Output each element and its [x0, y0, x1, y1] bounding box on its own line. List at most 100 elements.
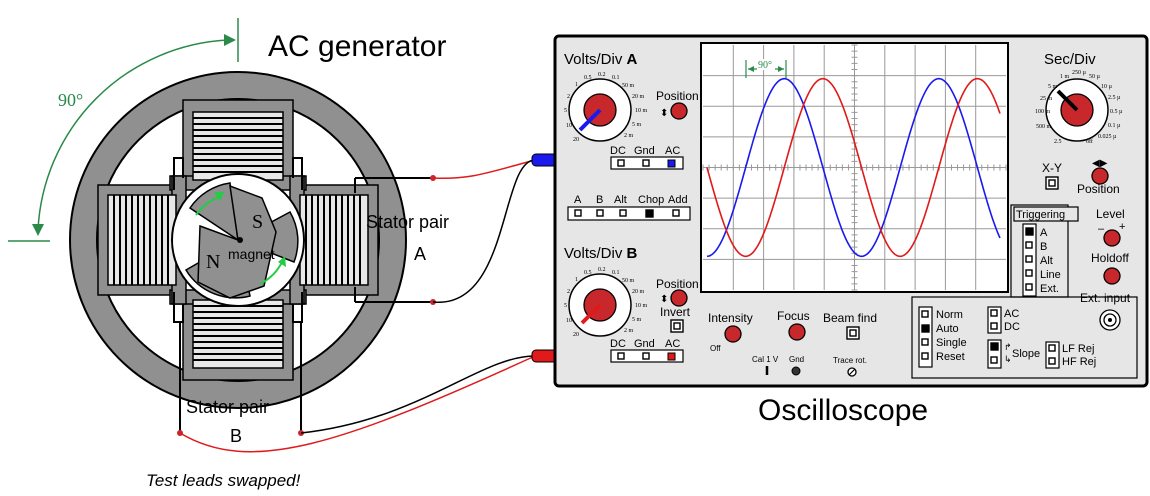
svg-text:0.5 µ: 0.5 µ [1110, 109, 1123, 115]
coupling-a-dc-button[interactable] [617, 159, 625, 167]
intensity-knob[interactable] [724, 325, 742, 343]
svg-text:500 m: 500 m [1036, 124, 1052, 130]
svg-text:DC: DC [610, 338, 626, 350]
cal-label: Cal 1 V [752, 355, 779, 364]
trace-channel-b [706, 77, 1001, 258]
channel-a-controls: Volts/Div A 0.5 0.2 0.1 50 m 20 m 10 m 5… [564, 51, 699, 170]
trigger-source-alt-button[interactable] [1025, 255, 1033, 263]
svg-text:1: 1 [575, 82, 578, 88]
screen-traces [706, 77, 1001, 258]
volts-div-a-knob[interactable] [568, 78, 632, 142]
position-b-label: Position [656, 277, 699, 291]
svg-text:250 µ: 250 µ [1072, 70, 1087, 76]
channel-b-controls: Volts/Div B 0.5 0.2 0.1 50 m 20 m 10 m 5… [564, 245, 699, 363]
volts-div-b-knob[interactable] [568, 273, 632, 337]
svg-text:LF Rej: LF Rej [1062, 343, 1094, 355]
sec-div-knob[interactable] [1045, 78, 1109, 142]
mode-add-button[interactable] [672, 209, 680, 217]
svg-text:–: – [1098, 223, 1105, 235]
vertical-mode-controls: A B Alt Chop Add [567, 194, 691, 221]
svg-text:20: 20 [573, 332, 579, 338]
level-label: Level [1096, 207, 1125, 221]
trigger-source-a-button[interactable] [1025, 227, 1034, 236]
svg-text:Chop: Chop [638, 194, 664, 206]
svg-text:0.2: 0.2 [598, 267, 606, 273]
svg-text:B: B [596, 194, 603, 206]
coupling-b-ac-button[interactable] [667, 352, 676, 361]
trigger-source-ext-button[interactable] [1025, 283, 1033, 291]
svg-text:2 m: 2 m [624, 328, 634, 334]
slope-rising-button[interactable] [990, 342, 999, 351]
mode-chop-button[interactable] [645, 209, 654, 218]
svg-text:2.5: 2.5 [1054, 139, 1062, 145]
test-leads [179, 159, 536, 453]
svg-text:5: 5 [564, 303, 567, 309]
trigger-source-line-button[interactable] [1025, 269, 1033, 277]
svg-text:B: B [1040, 241, 1047, 253]
position-a-knob[interactable] [670, 102, 688, 120]
trace-rot-label: Trace rot. [833, 356, 867, 365]
position-b-knob[interactable] [670, 289, 688, 307]
mode-b-button[interactable] [596, 209, 604, 217]
svg-text:1 m: 1 m [1060, 74, 1070, 80]
coupling-a-ac-button[interactable] [667, 159, 676, 168]
mode-a-button[interactable] [574, 209, 582, 217]
gnd-terminal[interactable] [791, 366, 801, 376]
trigger-mode-single-button[interactable] [921, 338, 929, 346]
svg-text:⬍: ⬍ [660, 108, 668, 119]
svg-text:HF Rej: HF Rej [1062, 356, 1096, 368]
svg-text:Alt: Alt [614, 194, 627, 206]
trigger-mode-reset-button[interactable] [921, 352, 929, 360]
svg-text:Norm: Norm [936, 309, 963, 321]
coupling-b-dc-button[interactable] [617, 352, 625, 360]
stator-coil-bottom [192, 299, 284, 369]
svg-text:5: 5 [564, 108, 567, 114]
svg-text:0.2: 0.2 [598, 72, 606, 78]
svg-text:10 µ: 10 µ [1101, 84, 1113, 90]
trigger-coupling-ac-button[interactable] [990, 309, 998, 317]
lf-reject-button[interactable] [1048, 344, 1056, 352]
stator-coil-left [107, 194, 177, 286]
horizontal-position-knob[interactable] [1091, 167, 1109, 185]
rotor: S N magnet [171, 173, 305, 307]
svg-text:1: 1 [575, 277, 578, 283]
oscilloscope: Oscilloscope Volts/Div A 0.5 0.2 0.1 50 … [553, 34, 1149, 427]
invert-label: Invert [660, 305, 691, 319]
trigger-mode-auto-button[interactable] [921, 324, 930, 333]
svg-text:100 m: 100 m [1035, 109, 1051, 115]
svg-text:2: 2 [567, 289, 570, 295]
svg-text:+: + [1119, 221, 1125, 233]
stator-b-label-line1: Stator pair [186, 397, 269, 417]
mode-alt-button[interactable] [619, 209, 627, 217]
stator-coil-top [192, 111, 284, 181]
trigger-source-b-button[interactable] [1025, 241, 1033, 249]
triggering-controls: Triggering A B Alt Line Ext. Level – + H… [911, 204, 1138, 379]
svg-text:↳: ↳ [1004, 354, 1012, 364]
timebase-controls: Sec/Div 1 m 250 µ 50 µ 10 µ 2.5 µ 0.5 µ … [1035, 51, 1123, 196]
coupling-b-gnd-button[interactable] [642, 352, 650, 360]
ext-input-connector[interactable] [1099, 309, 1121, 331]
stator-a-label-line2: A [414, 244, 426, 264]
test-leads-note: Test leads swapped! [146, 471, 301, 490]
trigger-level-knob[interactable] [1103, 229, 1121, 247]
svg-text:0.025 µ: 0.025 µ [1098, 134, 1117, 140]
coupling-a-gnd-button[interactable] [642, 159, 650, 167]
position-a-label: Position [656, 89, 699, 103]
triggering-title: Triggering [1016, 209, 1065, 221]
slope-falling-button[interactable] [990, 356, 998, 364]
ac-generator: AC generator 90° [8, 18, 449, 446]
trigger-coupling-dc-button[interactable] [990, 322, 998, 330]
svg-text:Single: Single [936, 337, 967, 349]
svg-text:off: off [1086, 138, 1093, 145]
svg-text:50 m: 50 m [622, 83, 635, 89]
hf-reject-button[interactable] [1048, 357, 1056, 365]
rotor-north-label: N [206, 251, 220, 273]
focus-knob[interactable] [788, 323, 806, 341]
svg-text:Gnd: Gnd [634, 338, 655, 350]
trigger-mode-norm-button[interactable] [921, 310, 929, 318]
svg-text:Alt: Alt [1040, 255, 1053, 267]
ext-input-label: Ext. input [1080, 291, 1131, 305]
horizontal-position-label: Position [1077, 182, 1120, 196]
holdoff-knob[interactable] [1103, 267, 1121, 285]
focus-label: Focus [777, 309, 810, 323]
